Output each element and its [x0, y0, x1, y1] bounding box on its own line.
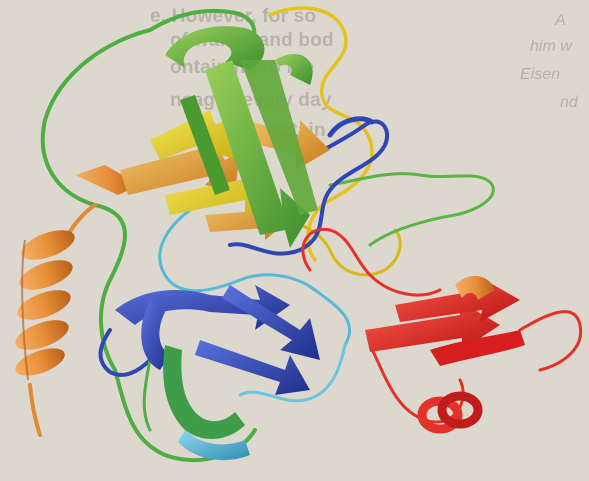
coil-red-right	[520, 312, 581, 370]
coil-orange-tail	[30, 385, 40, 435]
domain-red-right	[365, 276, 525, 429]
helix-orange-left	[12, 224, 79, 381]
coil-green-bottom	[144, 360, 150, 430]
